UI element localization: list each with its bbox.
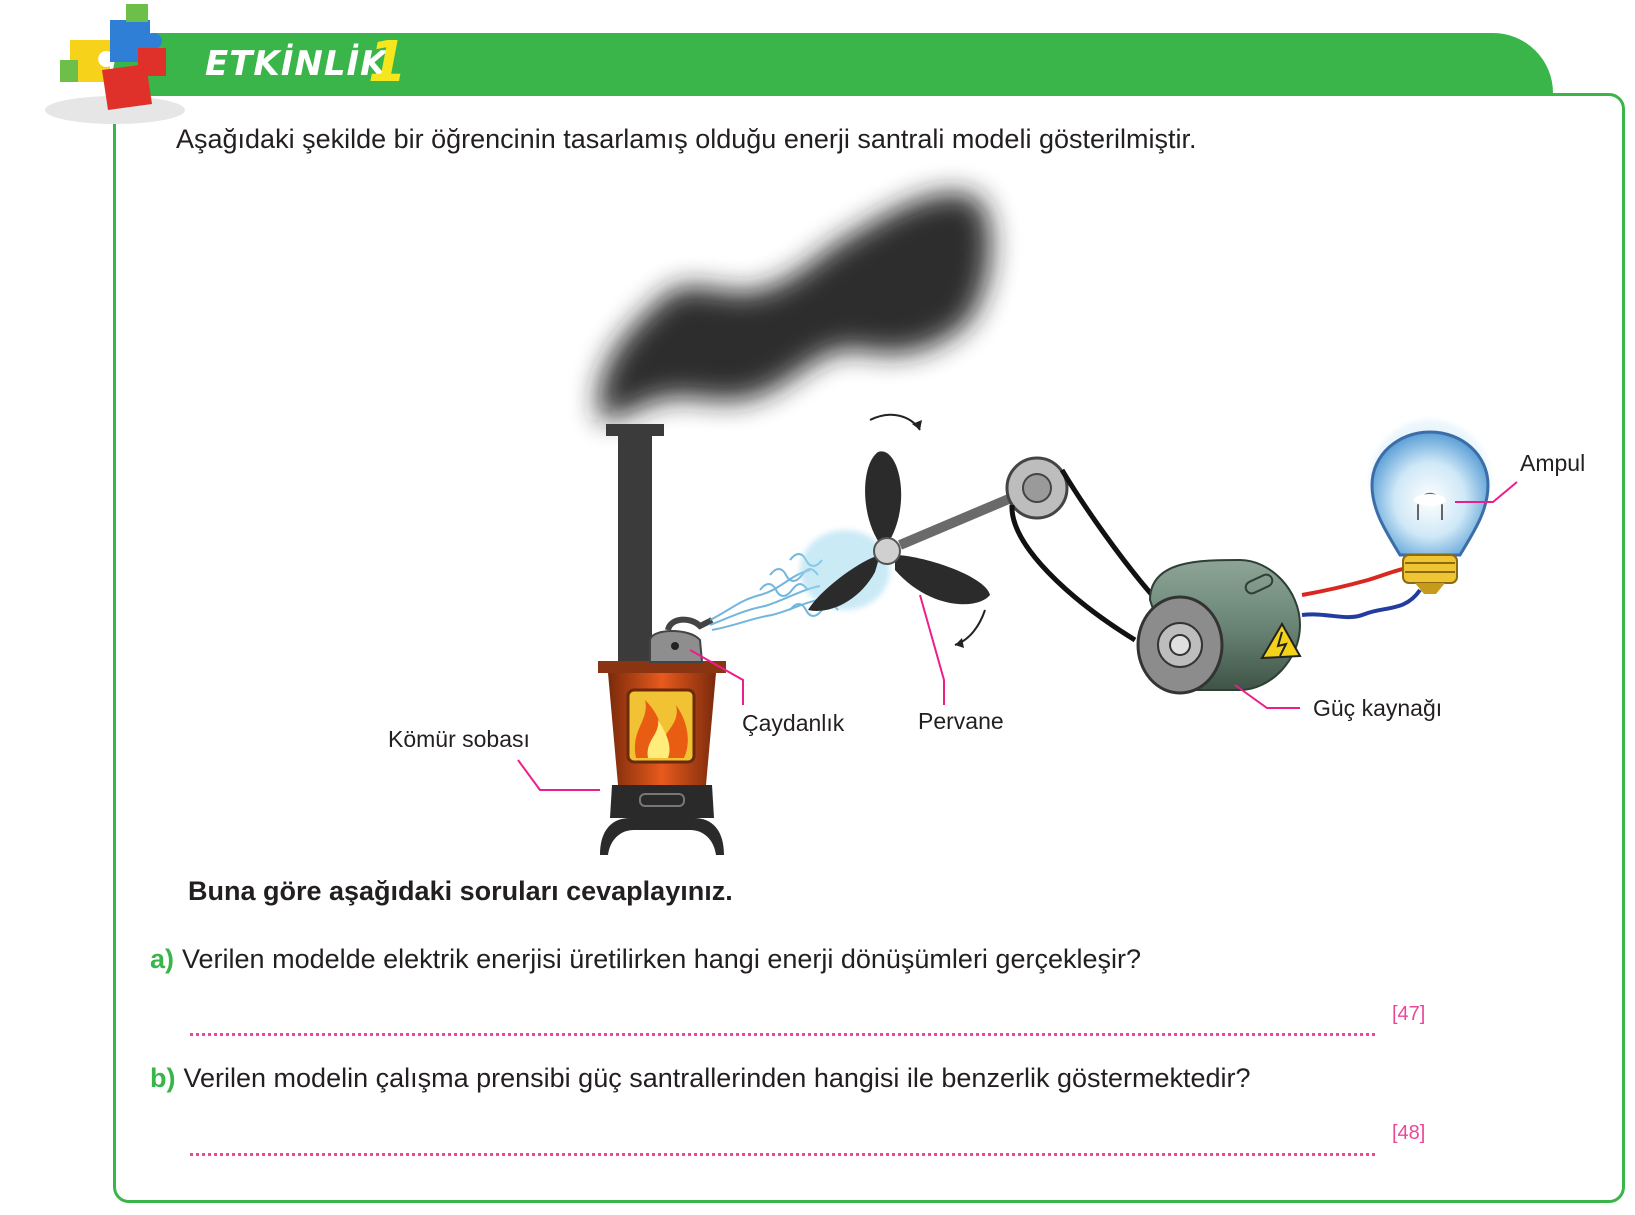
stove-pointer [517,759,600,791]
question-a-ref: [47] [1392,1003,1426,1025]
question-a-letter: a) [150,944,175,974]
label-power-source: Güç kaynağı [1313,695,1443,721]
label-kettle: Çaydanlık [742,710,845,736]
puzzle-logo-icon [45,4,185,124]
answer-line-a[interactable] [190,1033,1375,1036]
power-plant-model-figure [517,192,1518,855]
activity-title: ETKİNLİK [205,44,388,84]
propeller-pointer [919,594,945,705]
bulb-pointer [1455,481,1518,503]
coal-stove [598,661,726,855]
light-bulb [1370,420,1490,594]
header-bar [113,33,1553,93]
question-a-text: Verilen modelde elektrik enerjisi üretil… [182,944,1141,974]
pulley [1005,456,1069,520]
power-source-pointer [1234,684,1300,709]
activity-number: 1 [368,30,407,95]
activity-frame [113,93,1625,1203]
chimney [618,425,652,665]
kettle-pointer [689,649,744,705]
question-b: b)Verilen modelin çalışma prensibi güç s… [150,1063,1251,1094]
power-source [1136,558,1302,695]
propeller [808,413,1032,648]
question-a: a)Verilen modelde elektrik enerjisi üret… [150,944,1141,975]
smoke [598,192,991,420]
intro-text: Aşağıdaki şekilde bir öğrencinin tasarla… [176,124,1197,154]
label-stove: Kömür sobası [388,726,530,752]
question-b-letter: b) [150,1063,176,1093]
question-b-text: Verilen modelin çalışma prensibi güç san… [183,1063,1251,1093]
label-propeller: Pervane [918,708,1004,734]
red-wire [1301,566,1409,597]
question-b-ref: [48] [1392,1122,1426,1144]
kettle [649,616,714,663]
answer-line-b[interactable] [190,1153,1375,1156]
blue-wire [1301,588,1422,620]
section-title: Buna göre aşağıdaki soruları cevaplayını… [188,876,733,906]
drive-belt [1009,468,1167,643]
label-bulb: Ampul [1520,450,1586,476]
